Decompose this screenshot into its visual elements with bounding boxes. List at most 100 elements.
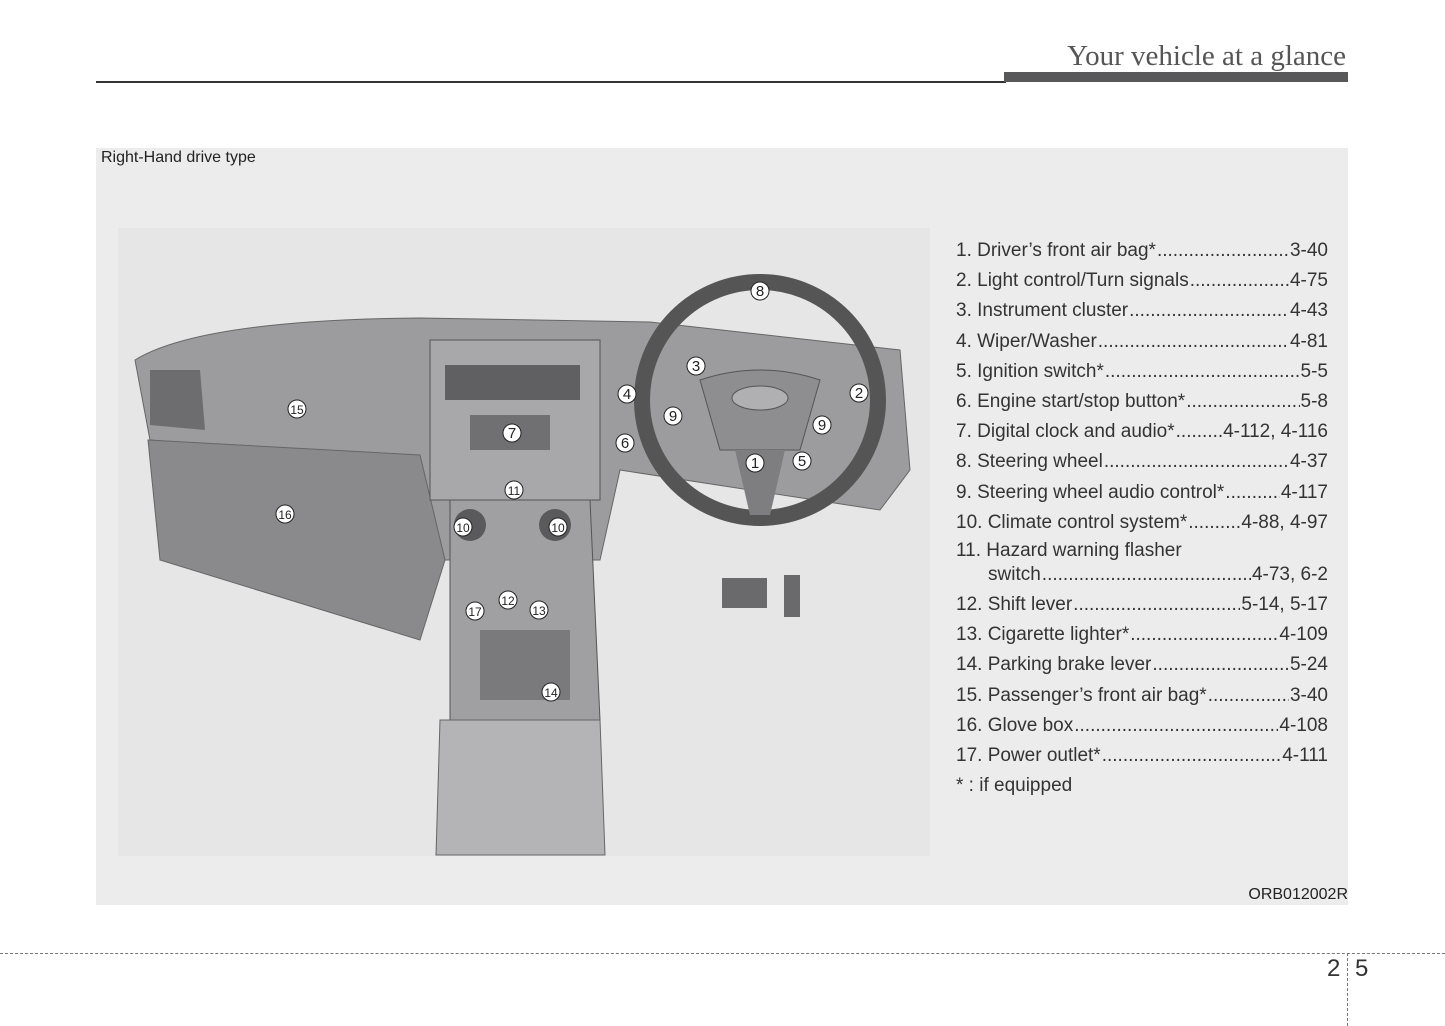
leader-dots xyxy=(1176,421,1222,443)
figure-code: ORB012002R xyxy=(1248,886,1348,903)
svg-text:11: 11 xyxy=(508,484,521,498)
svg-text:4: 4 xyxy=(623,386,631,403)
svg-text:10: 10 xyxy=(456,521,470,535)
callout-16: 16 xyxy=(275,504,295,524)
footnote: * : if equipped xyxy=(956,775,1073,797)
item-label: 17. Power outlet* xyxy=(956,744,1101,766)
leader-dots xyxy=(1104,451,1289,473)
callout-5: 5 xyxy=(792,451,812,471)
callout-15: 15 xyxy=(287,399,307,419)
footer-rule xyxy=(0,953,1445,954)
leader-dots xyxy=(1152,654,1289,676)
header-title: Your vehicle at a glance xyxy=(1067,40,1346,72)
list-item: 17. Power outlet* 4-111 xyxy=(956,741,1328,771)
dashboard-illustration: 8 3 4 2 9 9 7 6 15 1 5 11 16 10 10 12 17… xyxy=(118,228,930,856)
list-item: 13. Cigarette lighter* 4-109 xyxy=(956,620,1328,650)
item-label: 14. Parking brake lever xyxy=(956,654,1152,676)
callout-4: 4 xyxy=(617,384,637,404)
item-label: 16. Glove box xyxy=(956,714,1074,736)
item-page: 4-109 xyxy=(1279,624,1328,646)
leader-dots xyxy=(1042,564,1251,586)
leader-dots xyxy=(1098,331,1289,353)
item-page: 4-37 xyxy=(1289,451,1328,473)
leader-dots xyxy=(1102,745,1282,767)
svg-text:13: 13 xyxy=(532,604,546,618)
list-item: 14. Parking brake lever5-24 xyxy=(956,650,1328,680)
item-page: 3-40 xyxy=(1289,684,1328,706)
chapter-number: 2 xyxy=(1327,955,1341,982)
callout-17: 17 xyxy=(465,601,485,621)
item-label: 10. Climate control system* xyxy=(956,511,1188,533)
item-label: 7. Digital clock and audio* xyxy=(956,421,1175,443)
svg-text:5: 5 xyxy=(798,453,806,470)
callout-12: 12 xyxy=(498,590,518,610)
callouts: 8 3 4 2 9 9 7 6 15 1 5 11 16 10 10 12 17… xyxy=(275,281,869,702)
svg-text:14: 14 xyxy=(544,686,558,700)
item-label: 6. Engine start/stop button* xyxy=(956,391,1186,413)
list-item: 16. Glove box 4-108 xyxy=(956,711,1328,741)
callout-10-left: 10 xyxy=(453,517,473,537)
panel-label: Right-Hand drive type xyxy=(101,149,256,166)
callout-10-right: 10 xyxy=(548,517,568,537)
item-label-cont: switch xyxy=(988,563,1041,585)
item-page: 5-8 xyxy=(1300,391,1328,413)
leader-dots xyxy=(1073,594,1240,616)
item-label: 12. Shift lever xyxy=(956,593,1073,615)
list-item: 11. Hazard warning flasher switch4-73, 6… xyxy=(956,540,1328,586)
item-page: 4-75 xyxy=(1289,270,1328,292)
svg-text:1: 1 xyxy=(751,455,759,472)
callout-13: 13 xyxy=(529,600,549,620)
item-page: 4-43 xyxy=(1289,300,1328,322)
item-label: 8. Steering wheel xyxy=(956,451,1103,473)
item-page: 4-108 xyxy=(1279,714,1328,736)
leader-dots xyxy=(1129,300,1289,322)
list-item: 9. Steering wheel audio control* 4-117 xyxy=(956,478,1328,508)
leader-dots xyxy=(1208,685,1289,707)
callout-1: 1 xyxy=(745,453,765,473)
list-item: 10. Climate control system*4-88, 4-97 xyxy=(956,508,1328,538)
item-label: 2. Light control/Turn signals xyxy=(956,270,1189,292)
svg-text:9: 9 xyxy=(818,417,826,434)
list-item: 4. Wiper/Washer 4-81 xyxy=(956,327,1328,357)
callout-7: 7 xyxy=(502,423,522,443)
header-rule xyxy=(96,81,1006,83)
svg-text:7: 7 xyxy=(508,425,516,442)
svg-text:17: 17 xyxy=(468,605,482,619)
item-page: 5-14, 5-17 xyxy=(1241,593,1328,615)
list-item: 3. Instrument cluster 4-43 xyxy=(956,296,1328,326)
svg-text:8: 8 xyxy=(756,283,764,300)
item-label: 9. Steering wheel audio control* xyxy=(956,481,1225,503)
item-label: 13. Cigarette lighter* xyxy=(956,624,1130,646)
callout-6: 6 xyxy=(615,433,635,453)
list-item: 15. Passenger’s front air bag* 3-40 xyxy=(956,680,1328,710)
callout-14: 14 xyxy=(541,682,561,702)
list-item: 1. Driver’s front air bag* 3-40 xyxy=(956,236,1328,266)
leader-dots xyxy=(1074,715,1278,737)
svg-text:2: 2 xyxy=(855,385,863,402)
item-page: 5-5 xyxy=(1300,360,1328,382)
leader-dots xyxy=(1190,270,1289,292)
footer-divider xyxy=(1347,953,1348,1026)
list-item: 8. Steering wheel 4-37 xyxy=(956,447,1328,477)
callout-11: 11 xyxy=(504,480,524,500)
item-label: 1. Driver’s front air bag* xyxy=(956,240,1156,262)
item-label: 4. Wiper/Washer xyxy=(956,330,1097,352)
leader-dots xyxy=(1105,361,1300,383)
list-item: 6. Engine start/stop button* 5-8 xyxy=(956,387,1328,417)
leader-dots xyxy=(1157,240,1289,262)
callout-8: 8 xyxy=(750,281,770,301)
list-item: 2. Light control/Turn signals 4-75 xyxy=(956,266,1328,296)
svg-text:10: 10 xyxy=(551,521,565,535)
component-list: 1. Driver’s front air bag* 3-40 2. Light c… xyxy=(956,236,1328,801)
item-label: 15. Passenger’s front air bag* xyxy=(956,684,1207,706)
item-page: 4-117 xyxy=(1280,481,1328,503)
item-page: 4-111 xyxy=(1282,744,1328,766)
item-label: 3. Instrument cluster xyxy=(956,300,1129,322)
leader-dots xyxy=(1130,624,1278,646)
item-page: 3-40 xyxy=(1289,240,1328,262)
svg-text:9: 9 xyxy=(669,408,677,425)
item-page: 4-112, 4-116 xyxy=(1223,421,1328,443)
item-page: 4-81 xyxy=(1289,330,1328,352)
svg-text:16: 16 xyxy=(278,508,292,522)
svg-text:3: 3 xyxy=(692,358,700,375)
